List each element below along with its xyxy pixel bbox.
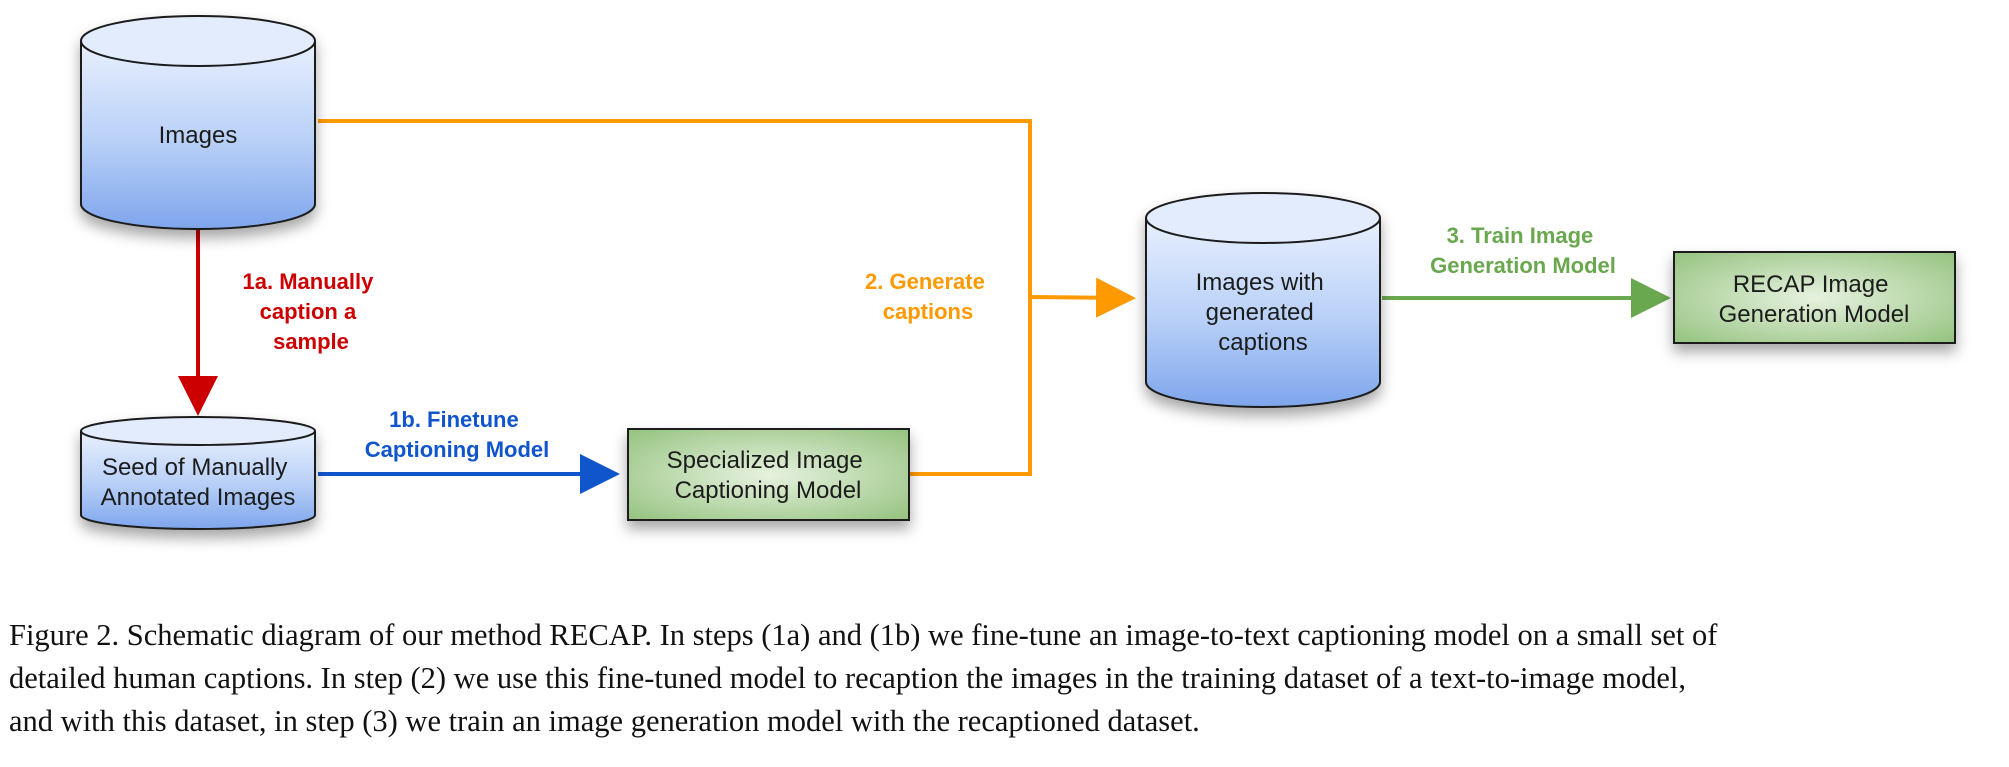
node-generated-line-3: captions — [1218, 329, 1307, 356]
node-seed-line-2: Annotated Images — [101, 484, 296, 511]
node-generated: Images with generated captions — [1145, 192, 1381, 408]
edge-generate-line — [1029, 277, 1136, 318]
edge-manual-caption-label: 1a. Manually caption a sample — [243, 269, 380, 354]
node-captioner-box — [627, 428, 910, 521]
edge-generate-line-1: 2. Generate — [865, 269, 985, 294]
node-seed-body — [80, 431, 316, 530]
edge-finetune: 1b. Finetune Captioning Model — [318, 407, 620, 494]
node-seed-line-1: Seed of Manually — [102, 454, 287, 481]
node-generated-line-1: Images with — [1196, 269, 1324, 296]
node-generated-top — [1145, 192, 1381, 244]
recap-schematic-diagram: 1a. Manually caption a sample 1b. Finetu… — [80, 15, 1956, 530]
figure-caption-line-1: Figure 2. Schematic diagram of our metho… — [9, 618, 1718, 652]
edge-train-label: 3. Train Image Generation Model — [1430, 223, 1616, 278]
node-images-line-1: Images — [159, 122, 238, 149]
edge-manual-caption-line-1: 1a. Manually — [243, 269, 375, 294]
node-generated-label: Images with generated captions — [1196, 269, 1331, 356]
node-images-body — [80, 41, 316, 230]
edge-generate-images-branch — [318, 119, 1032, 297]
edge-manual-caption: 1a. Manually caption a sample — [178, 230, 380, 416]
node-recap: RECAP Image Generation Model — [1673, 251, 1956, 344]
node-generated-body — [1145, 218, 1381, 408]
node-captioner-line-1: Specialized Image — [667, 447, 863, 474]
edge-train: 3. Train Image Generation Model — [1382, 223, 1671, 318]
figure-caption-line-2: detailed human captions. In step (2) we … — [9, 661, 1686, 695]
node-images: Images — [80, 15, 316, 230]
node-generated-line-2: generated — [1206, 299, 1314, 326]
edge-manual-caption-line-3: sample — [273, 329, 349, 354]
node-captioner: Specialized Image Captioning Model — [627, 428, 910, 521]
node-images-label: Images — [159, 122, 238, 149]
node-recap-label: RECAP Image Generation Model — [1719, 271, 1910, 328]
edge-finetune-label: 1b. Finetune Captioning Model — [365, 407, 550, 462]
figure-caption-line-3: and with this dataset, in step (3) we tr… — [9, 704, 1200, 738]
node-seed: Seed of Manually Annotated Images — [80, 416, 316, 530]
edge-generate: 2. Generate captions — [318, 119, 1136, 476]
edge-generate-captioner-branch — [910, 297, 1032, 476]
edge-finetune-line-2: Captioning Model — [365, 437, 550, 462]
node-recap-line-2: Generation Model — [1719, 301, 1910, 328]
edge-manual-caption-line-2: caption a — [260, 299, 357, 324]
node-recap-line-1: RECAP Image — [1733, 271, 1889, 298]
node-captioner-label: Specialized Image Captioning Model — [667, 447, 870, 504]
edge-train-line-1: 3. Train Image — [1447, 223, 1594, 248]
node-images-top — [80, 15, 316, 67]
edge-finetune-line-1: 1b. Finetune — [389, 407, 519, 432]
edge-generate-label: 2. Generate captions — [865, 269, 991, 324]
edge-train-line-2: Generation Model — [1430, 253, 1616, 278]
node-recap-box — [1673, 251, 1956, 344]
node-seed-label: Seed of Manually Annotated Images — [101, 454, 296, 511]
node-captioner-line-2: Captioning Model — [675, 477, 862, 504]
figure-caption: Figure 2. Schematic diagram of our metho… — [9, 614, 2004, 743]
edge-generate-line-2: captions — [883, 299, 973, 324]
node-seed-top — [80, 416, 316, 446]
